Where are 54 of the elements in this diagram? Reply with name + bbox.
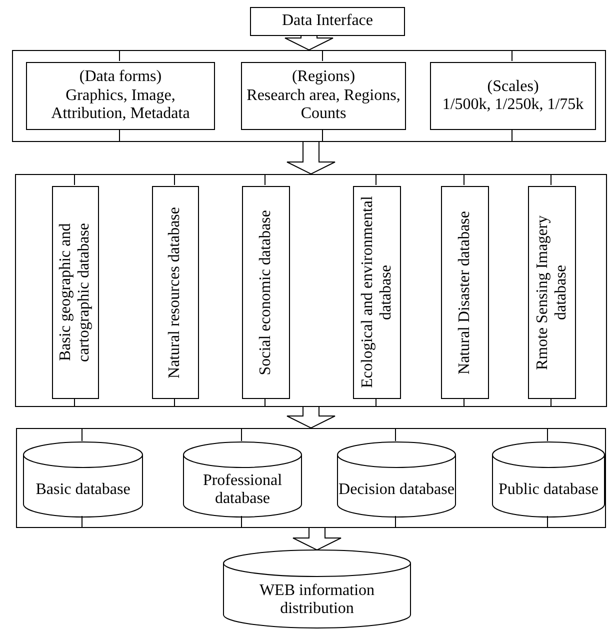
database-cylinder: [223, 550, 411, 628]
container-box: [16, 428, 606, 528]
box-label: Basic geographic and cartographic database: [57, 222, 94, 364]
process-box: [241, 62, 406, 130]
connector-line: [119, 128, 120, 142]
database-cylinder: [23, 442, 143, 517]
box-label: Ecological and environmental database: [358, 195, 395, 390]
box-label: Rmote Sensing Imagery database: [534, 214, 570, 372]
box-label: Data Interface: [282, 12, 374, 31]
connector-line: [395, 428, 396, 442]
container-box: [15, 174, 607, 407]
connector-line: [74, 398, 75, 408]
connector-line: [322, 50, 323, 62]
box-label: Research area, Regions, Counts: [246, 86, 402, 124]
connector-line: [322, 128, 323, 142]
connector-line: [174, 398, 175, 408]
connector-line: [74, 174, 75, 186]
process-box: [250, 7, 405, 36]
connector-line: [395, 516, 396, 528]
box-label: Public database: [498, 480, 598, 498]
database-box: [52, 186, 99, 399]
connector-line: [241, 516, 242, 528]
container-box: [12, 50, 606, 142]
process-box: [26, 62, 215, 130]
process-box: [430, 62, 596, 130]
database-box: [152, 186, 199, 399]
connector-line: [241, 428, 242, 442]
box-label: Decision database: [338, 480, 454, 498]
database-cylinder: [183, 442, 302, 517]
connector-line: [174, 174, 175, 186]
box-label: Professional database: [202, 472, 284, 508]
connector-line: [119, 50, 120, 62]
database-cylinder: [337, 442, 456, 517]
connector-line: [547, 428, 548, 442]
box-label: 1/500k, 1/250k, 1/75k: [442, 96, 584, 114]
database-box: [528, 186, 576, 399]
box-heading: (Data forms): [79, 68, 162, 87]
box-label: Social economic database: [256, 210, 275, 376]
box-heading: (Scales): [487, 78, 539, 96]
database-box: [441, 186, 489, 399]
box-label: Graphics, Image, Attribution, Metadata: [50, 86, 191, 124]
database-cylinder: [492, 442, 605, 517]
connector-line: [264, 174, 266, 186]
box-label: WEB information distribution: [258, 582, 376, 618]
connector-line: [550, 174, 552, 186]
box-label: Natural resources database: [166, 206, 184, 378]
connector-line: [550, 398, 552, 408]
connector-line: [547, 516, 548, 528]
box-label: Natural Disaster database: [456, 210, 474, 374]
box-label: Basic database: [36, 480, 130, 498]
box-heading: (Regions): [292, 68, 356, 87]
database-box: [353, 186, 401, 399]
database-box: [242, 186, 290, 399]
connector-line: [264, 398, 266, 408]
